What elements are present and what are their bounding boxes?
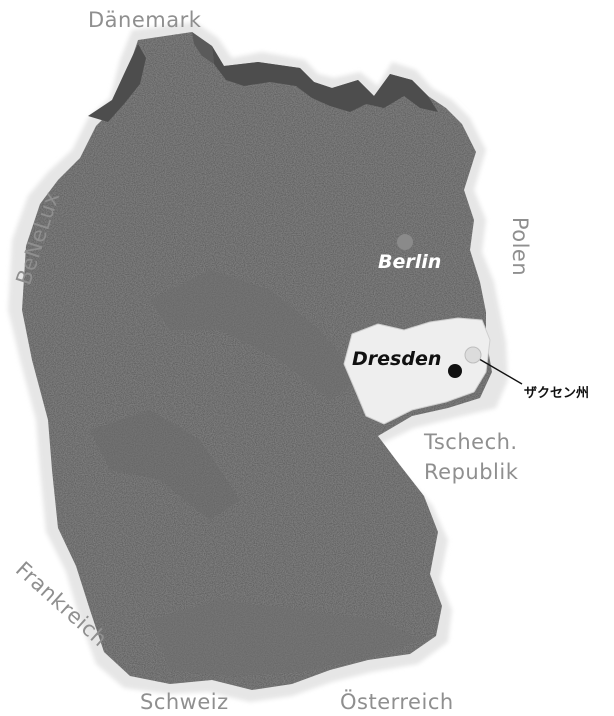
label-dresden: Dresden bbox=[352, 348, 442, 370]
label-polen: Polen bbox=[508, 216, 533, 277]
label-daenemark: Dänemark bbox=[88, 8, 202, 32]
label-tschech-line1: Tschech. bbox=[424, 430, 518, 454]
schleswig-strip bbox=[192, 32, 214, 64]
berlin-dot bbox=[397, 234, 413, 250]
label-oesterreich: Österreich bbox=[340, 690, 454, 714]
label-schweiz: Schweiz bbox=[140, 690, 229, 714]
terrain-ridge-2 bbox=[90, 410, 240, 520]
dresden-dot bbox=[448, 364, 462, 378]
terrain-ridge-1 bbox=[150, 270, 360, 400]
alpine-foothills bbox=[150, 600, 420, 676]
label-tschech-line2: Republik bbox=[424, 460, 519, 484]
germany-land bbox=[22, 32, 492, 690]
label-berlin: Berlin bbox=[378, 251, 442, 273]
saxony-marker bbox=[464, 346, 482, 364]
baltic-coast bbox=[212, 46, 438, 112]
label-saxony-state: ザクセン州 bbox=[524, 386, 590, 401]
saxony-region bbox=[343, 317, 491, 425]
north-sea-coast bbox=[88, 44, 146, 122]
saxony-callout-line bbox=[473, 355, 523, 385]
